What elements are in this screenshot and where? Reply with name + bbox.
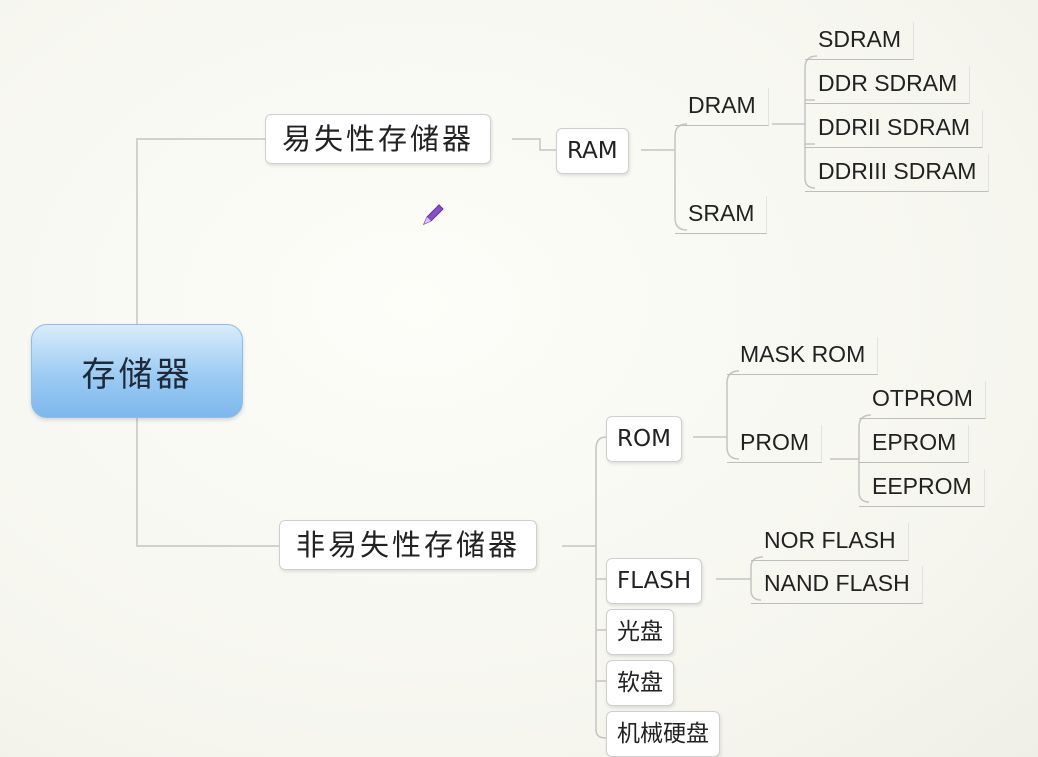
node-ddrii-sdram[interactable]: DDRII SDRAM <box>805 110 984 148</box>
connector-dram-children <box>804 55 818 189</box>
node-nor-flash[interactable]: NOR FLASH <box>751 523 909 561</box>
node-otprom[interactable]: OTPROM <box>859 381 986 419</box>
connector-nonvolatile-children <box>595 436 607 739</box>
node-nand-flash[interactable]: NAND FLASH <box>751 566 923 604</box>
connector-volatile-ram <box>512 138 556 151</box>
connector-prom-children <box>858 414 872 503</box>
node-ddriii-sdram[interactable]: DDRIII SDRAM <box>805 154 990 192</box>
connector-root-nonvolatile <box>136 418 279 547</box>
node-ram[interactable]: RAM <box>556 128 629 174</box>
connector-root-volatile <box>136 138 265 324</box>
node-sram[interactable]: SRAM <box>675 196 768 234</box>
node-flash[interactable]: FLASH <box>606 558 703 604</box>
node-rom[interactable]: ROM <box>606 416 682 462</box>
connector-nonvolatile-ticks <box>596 578 606 682</box>
node-sdram[interactable]: SDRAM <box>805 22 915 60</box>
node-volatile-memory[interactable]: 易失性存储器 <box>265 114 492 164</box>
node-nonvolatile-memory[interactable]: 非易失性存储器 <box>279 520 538 570</box>
node-hard-disk[interactable]: 机械硬盘 <box>606 711 720 757</box>
connector-rom-children <box>726 370 740 460</box>
node-floppy-disk[interactable]: 软盘 <box>606 660 674 706</box>
node-optical-disc[interactable]: 光盘 <box>606 609 674 655</box>
node-mask-rom[interactable]: MASK ROM <box>727 337 879 375</box>
pen-icon <box>423 204 444 225</box>
node-dram[interactable]: DRAM <box>675 88 769 126</box>
node-ddr-sdram[interactable]: DDR SDRAM <box>805 66 971 104</box>
node-eeprom[interactable]: EEPROM <box>859 469 985 507</box>
node-eprom[interactable]: EPROM <box>859 425 970 463</box>
connector-dram-ticks <box>805 99 815 145</box>
root-node-memory[interactable]: 存储器 <box>31 324 243 418</box>
node-prom[interactable]: PROM <box>727 425 822 463</box>
connector-flash-children <box>750 556 764 601</box>
